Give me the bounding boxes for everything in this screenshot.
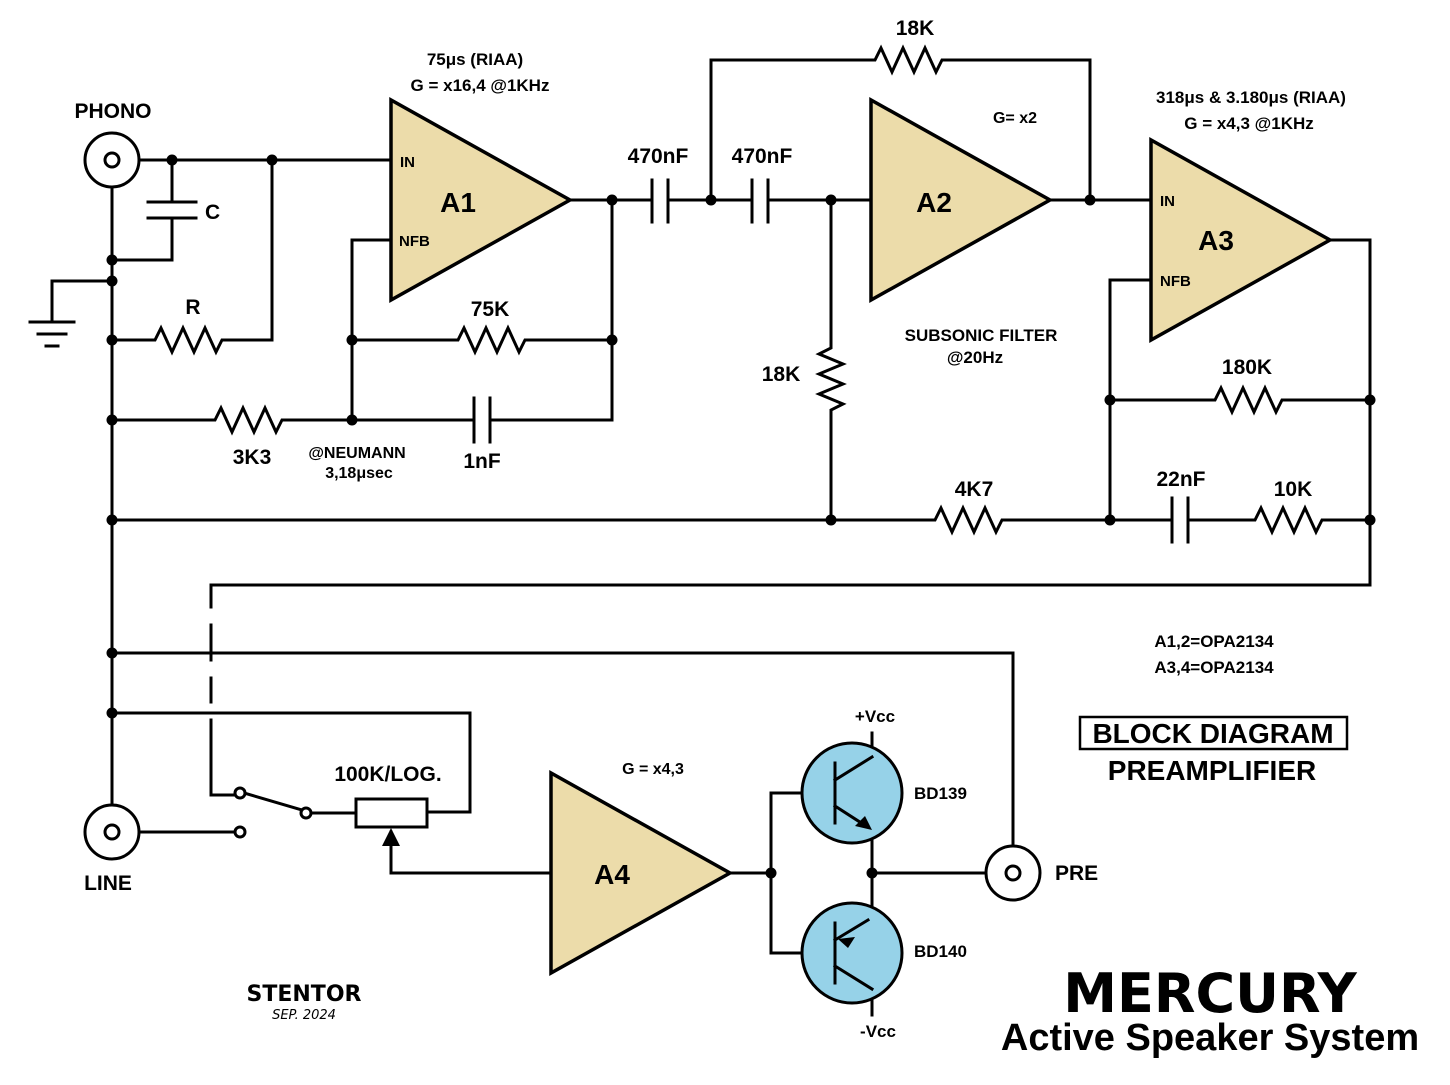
a1-gain: G = x16,4 @1KHz [411, 76, 550, 95]
phono-label: PHONO [74, 100, 151, 123]
amplifier-a3 [1149, 137, 1334, 343]
resistor-4k7-label: 4K7 [955, 478, 994, 501]
resistor-10k-label: 10K [1274, 478, 1313, 501]
a1-in-pin: IN [400, 154, 415, 171]
a4-gain: G = x4,3 [622, 761, 684, 778]
a1-nfb-pin: NFB [399, 233, 430, 250]
phono-jack [83, 131, 141, 189]
author-date: SEP. 2024 [272, 1008, 336, 1023]
potentiometer-100k-log [354, 797, 429, 829]
pot-label: 100K/LOG. [334, 763, 441, 786]
cap-470nf-1-label: 470nF [628, 145, 689, 168]
cap-22nf-label: 22nF [1156, 468, 1205, 491]
resistor-75k-label: 75K [471, 298, 510, 321]
resistor-18k-feedback-label: 18K [896, 17, 935, 40]
product-subtitle: Active Speaker System [1001, 1017, 1419, 1059]
a3-nfb-pin: NFB [1160, 273, 1191, 290]
switch-terminal-phono [233, 786, 247, 800]
product-name: MERCURY [1063, 962, 1357, 1025]
a3-gain: G = x4,3 @1KHz [1184, 114, 1314, 133]
preamplifier-title: PREAMPLIFIER [1108, 755, 1316, 786]
block-diagram-frame [1078, 715, 1349, 751]
vcc-negative-label: -Vcc [860, 1022, 896, 1041]
a3-note-riaa: 318μs & 3.180μs (RIAA) [1156, 88, 1346, 107]
a2-gain: G= x2 [993, 110, 1037, 127]
resistor-180k-label: 180K [1222, 356, 1272, 379]
line-label: LINE [84, 872, 132, 895]
wires [28, 44, 1372, 1017]
a3-in-pin: IN [1160, 193, 1175, 210]
neumann-time: 3,18μsec [325, 465, 393, 482]
resistor-r-label: R [185, 296, 200, 319]
switch-common [299, 806, 313, 820]
vcc-positive-label: +Vcc [855, 707, 895, 726]
amplifier-a4 [549, 770, 734, 976]
neumann-note: @NEUMANN [308, 445, 405, 462]
amplifier-a2 [869, 97, 1054, 303]
cap-1nf-label: 1nF [463, 450, 501, 473]
transistor-bd139 [800, 741, 904, 845]
block-diagram-title: BLOCK DIAGRAM [1092, 718, 1333, 749]
a1-name: A1 [440, 187, 476, 218]
pre-label: PRE [1055, 862, 1098, 885]
junction-dots [106, 154, 1376, 879]
cap-470nf-2-label: 470nF [732, 145, 793, 168]
opamp-note-a34: A3,4=OPA2134 [1154, 658, 1274, 677]
a3-name: A3 [1198, 225, 1234, 256]
subsonic-filter-label: SUBSONIC FILTER [905, 326, 1058, 345]
pre-jack [984, 844, 1042, 902]
resistor-18k-shunt-label: 18K [762, 363, 801, 386]
cap-c-label: C [205, 201, 220, 224]
transistor-bd140 [800, 901, 904, 1005]
resistor-3k3-label: 3K3 [233, 446, 272, 469]
author-signature: STENTOR [247, 982, 362, 1007]
a2-name: A2 [916, 187, 952, 218]
switch-terminal-line [233, 825, 247, 839]
line-jack [83, 803, 141, 861]
bd139-label: BD139 [914, 784, 967, 803]
bd140-label: BD140 [914, 942, 967, 961]
a4-name: A4 [594, 859, 630, 890]
a1-note-riaa: 75μs (RIAA) [427, 50, 523, 69]
opamp-note-a12: A1,2=OPA2134 [1154, 632, 1274, 651]
amplifier-a1 [389, 97, 574, 303]
subsonic-frequency: @20Hz [947, 348, 1003, 367]
